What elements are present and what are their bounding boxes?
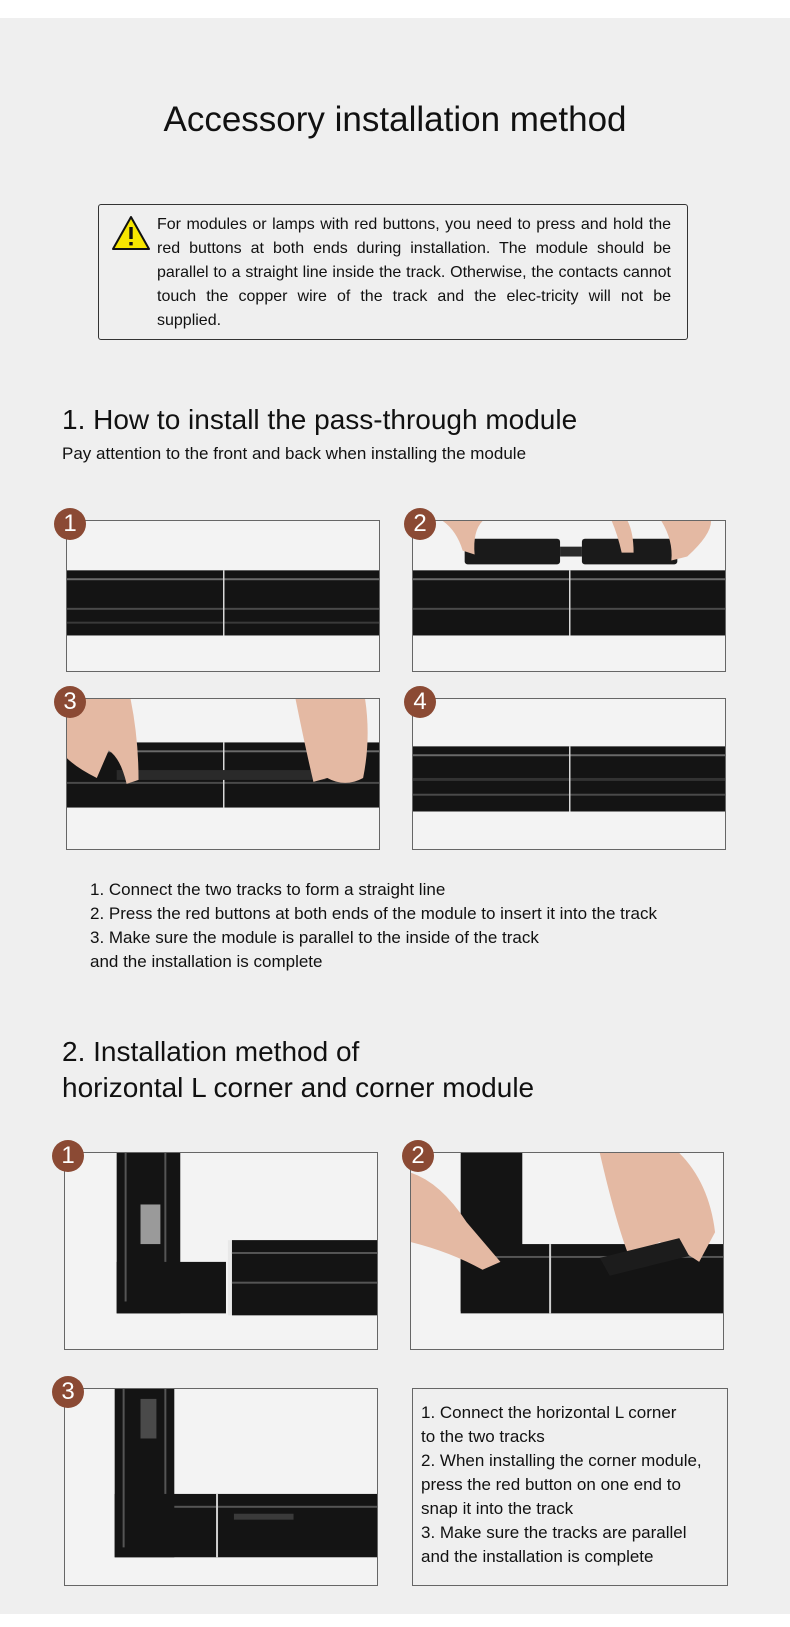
section1-steps: 1. Connect the two tracks to form a stra…: [90, 878, 657, 974]
step3-badge: 3: [54, 686, 86, 718]
step2-badge: 2: [404, 508, 436, 540]
corner-step2-badge: 2: [402, 1140, 434, 1172]
section2-step-line: snap it into the track: [421, 1499, 574, 1518]
section2-step-line: and the installation is complete: [421, 1547, 654, 1566]
step4-photo: [412, 698, 726, 850]
section2-heading: 2. Installation method of horizontal L c…: [62, 1034, 534, 1106]
corner-step3-photo: [64, 1388, 378, 1586]
section1-heading: 1. How to install the pass-through modul…: [62, 404, 578, 435]
section2-step-line: to the two tracks: [421, 1427, 545, 1446]
section2-step-line: press the red button on one end to: [421, 1475, 681, 1494]
section1-step-line: 2. Press the red buttons at both ends of…: [90, 904, 657, 923]
section2-step-line: 3. Make sure the tracks are parallel: [421, 1523, 687, 1542]
corner-step1-badge: 1: [52, 1140, 84, 1172]
corner-step2-photo: [410, 1152, 724, 1350]
section1-step-line: 3. Make sure the module is parallel to t…: [90, 928, 539, 947]
section1-step-line: 1. Connect the two tracks to form a stra…: [90, 880, 446, 899]
section2-step-line: 1. Connect the horizontal L corner: [421, 1403, 677, 1422]
section2-step-line: 2. When installing the corner module,: [421, 1451, 702, 1470]
step3-photo: [66, 698, 380, 850]
page-title: Accessory installation method: [163, 100, 627, 139]
corner-step3-badge: 3: [52, 1376, 84, 1408]
step1-photo: [66, 520, 380, 672]
section2-heading-line2: horizontal L corner and corner module: [62, 1072, 535, 1103]
section1-step-line: and the installation is complete: [90, 952, 323, 971]
step1-badge: 1: [54, 508, 86, 540]
warning-box: For modules or lamps with red buttons, y…: [98, 204, 688, 340]
section2-steps-box: 1. Connect the horizontal L corner to th…: [412, 1388, 728, 1586]
step2-photo: [412, 520, 726, 672]
warning-triangle-icon: [112, 216, 150, 250]
section2-steps: 1. Connect the horizontal L corner to th…: [421, 1401, 702, 1569]
corner-step1-photo: [64, 1152, 378, 1350]
step4-badge: 4: [404, 686, 436, 718]
section1-subheading: Pay attention to the front and back when…: [62, 444, 527, 463]
warning-text: For modules or lamps with red buttons, y…: [157, 216, 671, 329]
section2-heading-line1: 2. Installation method of: [62, 1036, 360, 1067]
